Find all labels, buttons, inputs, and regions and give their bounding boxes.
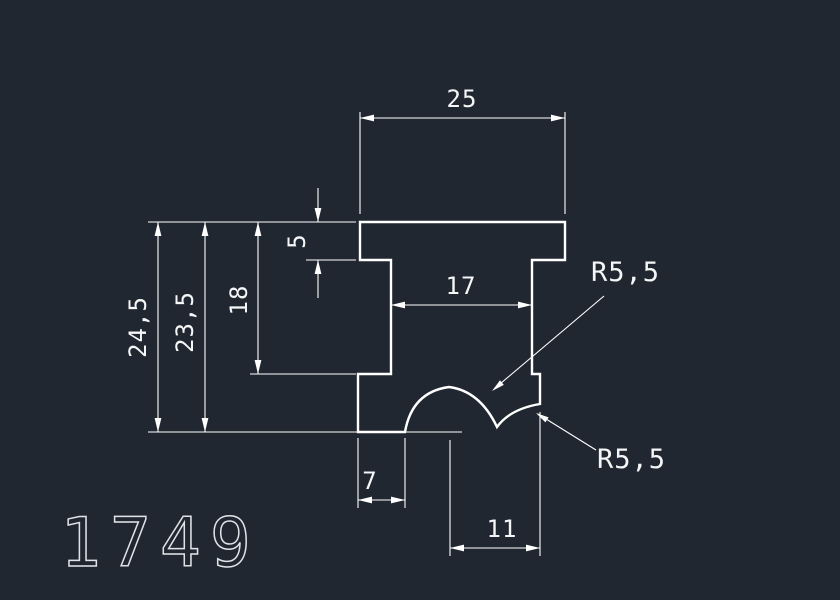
dimension-value: 25 (447, 85, 478, 113)
dimension-value: 18 (225, 285, 253, 316)
dimension-total-height: 24,5 (124, 222, 162, 432)
leader-line (493, 295, 605, 390)
dimension-top-width: 25 (359, 85, 566, 214)
dimension-value: 7 (362, 467, 377, 495)
profile-outline (356, 220, 567, 434)
arrowhead-icon (154, 222, 162, 236)
arrowhead-icon (492, 380, 504, 391)
dimension-inner-height: 23,5 (171, 222, 209, 432)
radius-value: R5,5 (597, 444, 666, 475)
radius-callout-lower: R5,5 (536, 413, 666, 475)
dimension-stem-width: 17 (391, 272, 532, 309)
arrowhead-icon (358, 496, 372, 504)
dimension-value: 5 (283, 233, 311, 248)
dimension-bottom-left: 7 (357, 438, 406, 508)
arrowhead-icon (360, 114, 374, 122)
arrowhead-icon (254, 222, 262, 236)
arrowhead-icon (154, 418, 162, 432)
part-number-label: 1749 (60, 504, 260, 583)
arrowhead-icon (450, 544, 464, 552)
radius-value: R5,5 (591, 257, 660, 288)
dimension-value: 24,5 (124, 296, 152, 358)
arrowhead-icon (536, 413, 549, 423)
arrowhead-icon (201, 222, 209, 236)
dimension-bottom-right: 11 (449, 412, 541, 556)
arrowhead-icon (314, 208, 322, 222)
arrowhead-icon (314, 260, 322, 274)
arrowhead-icon (518, 301, 532, 309)
leader-line (537, 413, 597, 451)
dimension-step-height: 18 (225, 222, 262, 374)
dimension-value: 23,5 (171, 291, 199, 353)
arrowhead-icon (391, 301, 405, 309)
arrowhead-icon (391, 496, 405, 504)
arrowhead-icon (526, 544, 540, 552)
dimension-cap-thickness: 5 (283, 188, 356, 298)
radius-callout-upper: R5,5 (492, 257, 660, 391)
arrowhead-icon (551, 114, 565, 122)
dimension-value: 17 (446, 272, 477, 300)
dimension-value: 11 (487, 515, 518, 543)
arrowhead-icon (201, 418, 209, 432)
arrowhead-icon (254, 360, 262, 374)
